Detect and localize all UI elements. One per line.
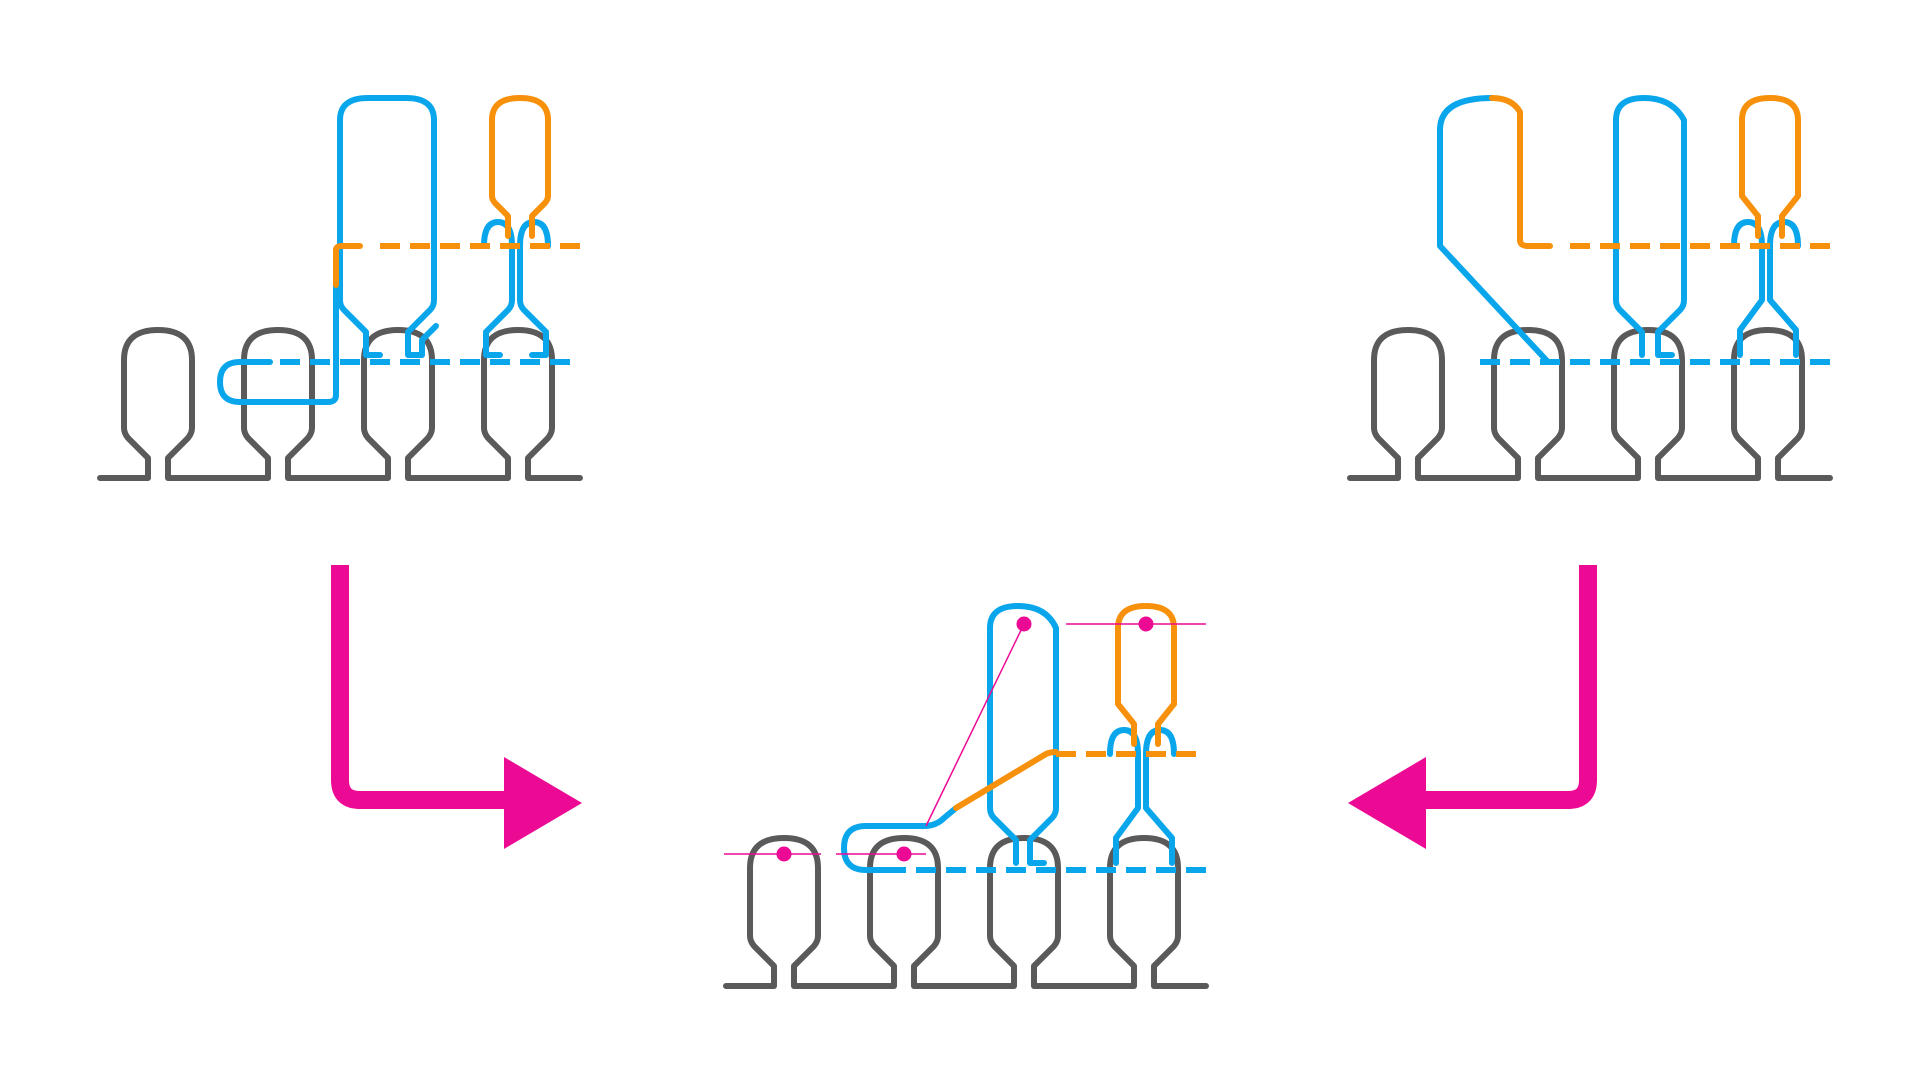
marker-dot [776,846,792,862]
arrow-right-to-result [1348,565,1597,849]
stitch-diagram-result [724,603,1206,986]
base-yarn-row [100,330,580,478]
blue-yarn [1437,95,1830,365]
marker-dot [1016,616,1032,632]
stitch-diagram-top-right [1350,95,1830,478]
orange-yarn [333,95,580,288]
orange-yarn [953,603,1206,811]
blue-yarn [217,95,580,405]
base-yarn-row [1350,330,1830,478]
stitch-diagram-top-left [100,95,580,478]
base-yarn-row [726,838,1206,986]
orange-yarn [1489,95,1830,249]
transfer-markers [724,616,1206,862]
marker-dot [896,846,912,862]
marker-dot [1138,616,1154,632]
blue-yarn [841,603,1206,873]
arrow-left-to-result [331,565,582,849]
